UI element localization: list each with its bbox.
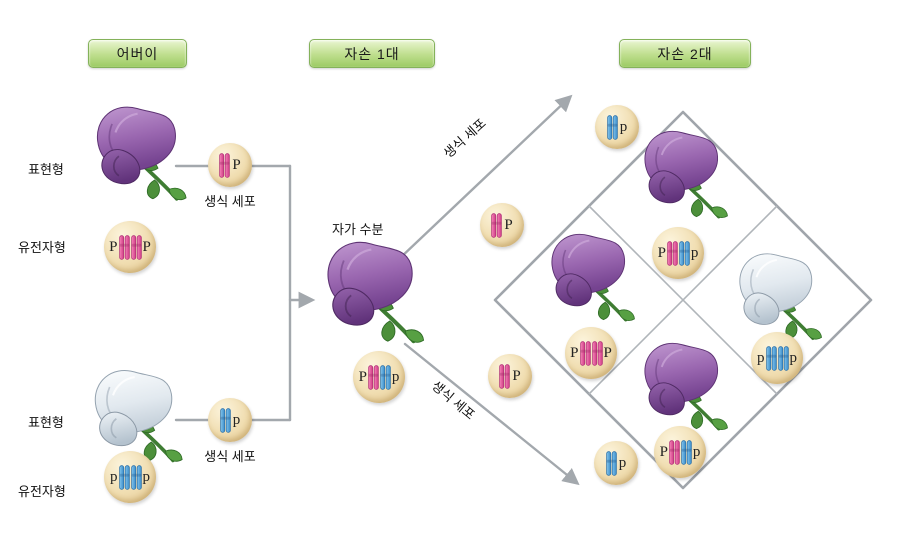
allele-letter: P bbox=[142, 238, 151, 255]
gamete-circle-upper-far: p bbox=[595, 105, 639, 149]
allele-letter: P bbox=[570, 344, 579, 361]
punnett-bottom-purple-flower bbox=[638, 339, 733, 436]
self-pollination-label: 자가 수분 bbox=[332, 222, 384, 237]
genotype-circle-parent-bottom: p p bbox=[104, 451, 156, 503]
allele-letter: P bbox=[659, 443, 668, 460]
chromosome-dominant-icon bbox=[499, 364, 510, 389]
genotype-circle-punnett-top: P p bbox=[652, 227, 704, 279]
allele-letter: p bbox=[690, 244, 699, 261]
allele-letter: P bbox=[109, 238, 118, 255]
chromosome-dominant-icon bbox=[368, 365, 379, 390]
allele-letter: p bbox=[692, 443, 701, 460]
punnett-left-purple-flower bbox=[545, 230, 640, 327]
chromosome-dominant-icon bbox=[669, 440, 680, 465]
chromosome-recessive-icon bbox=[220, 408, 231, 433]
chromosome-dominant-icon bbox=[592, 341, 603, 366]
allele-letter: p bbox=[789, 349, 798, 366]
header-f1: 자손 1대 bbox=[309, 39, 435, 68]
allele-letter: P bbox=[512, 367, 521, 384]
genotype-label-top: 유전자형 bbox=[18, 240, 66, 255]
header-parents: 어버이 bbox=[88, 39, 187, 68]
allele-letter: P bbox=[603, 344, 612, 361]
gamete-circle-upper-near: P bbox=[480, 203, 524, 247]
chromosome-dominant-icon bbox=[131, 235, 142, 260]
chromosome-dominant-icon bbox=[119, 235, 130, 260]
allele-letter: P bbox=[657, 244, 666, 261]
punnett-top-purple-flower bbox=[638, 127, 733, 224]
genotype-circle-punnett-left: P P bbox=[565, 327, 617, 379]
allele-letter: P bbox=[232, 156, 241, 173]
chromosome-dominant-icon bbox=[580, 341, 591, 366]
genotype-label-bottom: 유전자형 bbox=[18, 484, 66, 499]
allele-letter: p bbox=[232, 411, 241, 428]
genotype-circle-punnett-bottom: P p bbox=[654, 426, 706, 478]
allele-letter: p bbox=[142, 468, 151, 485]
gamete-circle-parent-top: P bbox=[208, 143, 252, 187]
chromosome-dominant-icon bbox=[491, 213, 502, 238]
chromosome-recessive-icon bbox=[119, 465, 130, 490]
punnett-right-white-flower bbox=[733, 250, 827, 345]
punnett-square bbox=[493, 110, 873, 490]
chromosome-recessive-icon bbox=[380, 365, 391, 390]
connector-lines bbox=[174, 94, 580, 486]
allele-letter: p bbox=[110, 468, 118, 485]
gamete-label-parent-bottom: 생식 세포 bbox=[204, 449, 256, 464]
allele-letter: p bbox=[391, 368, 400, 385]
chromosome-recessive-icon bbox=[606, 451, 617, 476]
header-f2: 자손 2대 bbox=[619, 39, 751, 68]
f1-purple-flower bbox=[320, 237, 430, 350]
genotype-circle-parent-top: P P bbox=[104, 221, 156, 273]
chromosome-recessive-icon bbox=[766, 346, 777, 371]
chromosome-recessive-icon bbox=[131, 465, 142, 490]
allele-letter: P bbox=[504, 216, 513, 233]
chromosome-recessive-icon bbox=[681, 440, 692, 465]
allele-letter: p bbox=[757, 349, 765, 366]
gamete-circle-parent-bottom: p bbox=[208, 398, 252, 442]
gamete-label-parent-top: 생식 세포 bbox=[204, 194, 256, 209]
parent-top-purple-flower bbox=[90, 102, 192, 207]
gamete-circle-lower-near: P bbox=[488, 354, 532, 398]
allele-letter: p bbox=[618, 454, 627, 471]
chromosome-recessive-icon bbox=[607, 115, 618, 140]
allele-letter: p bbox=[619, 118, 628, 135]
allele-letter: P bbox=[358, 368, 367, 385]
chromosome-recessive-icon bbox=[679, 241, 690, 266]
genotype-circle-punnett-right: p p bbox=[751, 332, 803, 384]
phenotype-label-top: 표현형 bbox=[28, 162, 64, 177]
chromosome-recessive-icon bbox=[778, 346, 789, 371]
gamete-circle-lower-far: p bbox=[594, 441, 638, 485]
chromosome-dominant-icon bbox=[219, 153, 230, 178]
genotype-circle-f1: P p bbox=[353, 351, 405, 403]
phenotype-label-bottom: 표현형 bbox=[28, 415, 64, 430]
chromosome-dominant-icon bbox=[667, 241, 678, 266]
